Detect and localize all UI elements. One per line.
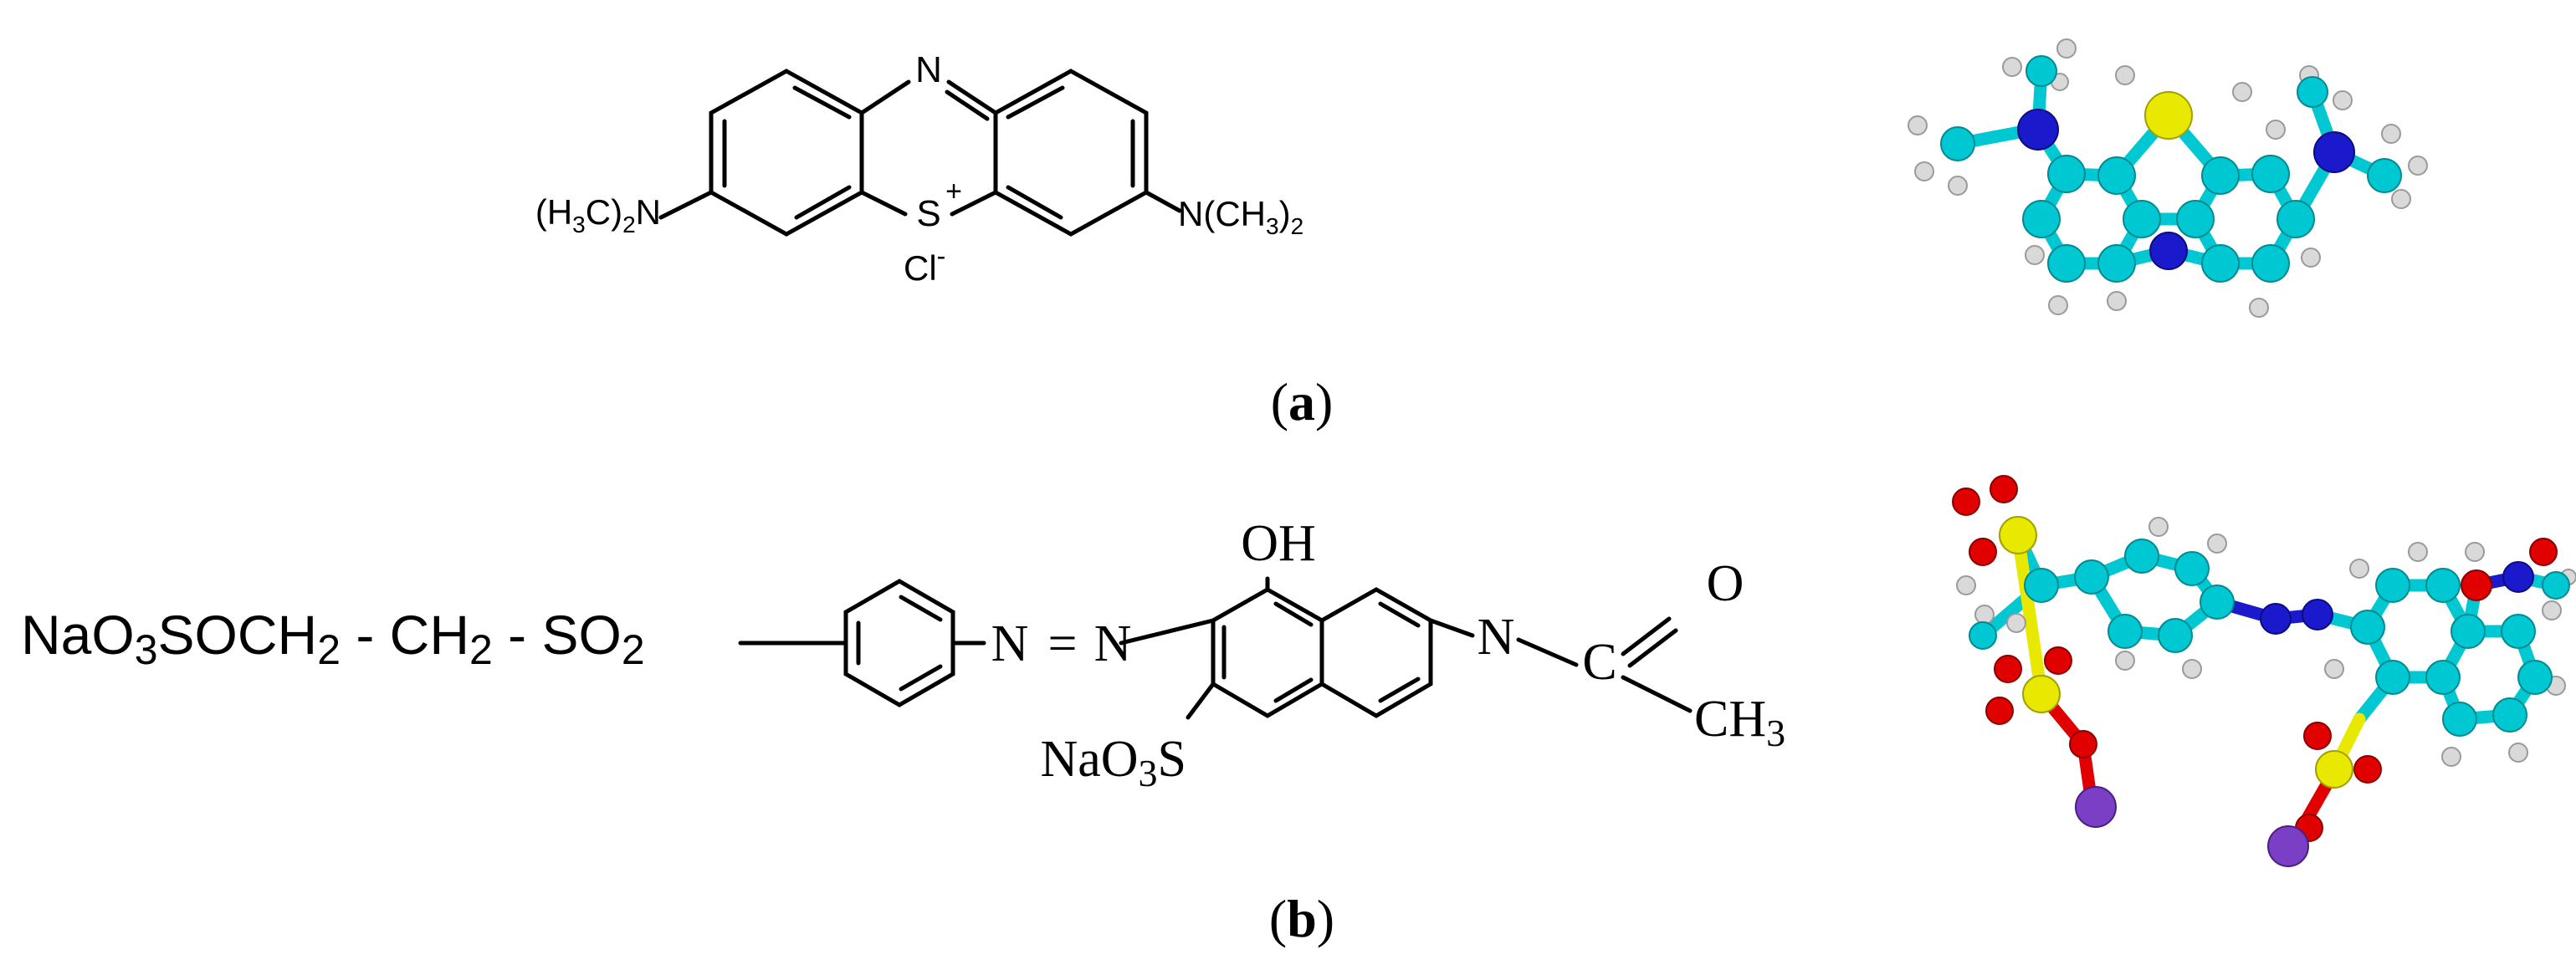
amide-carbon: C: [1582, 634, 1616, 691]
azo-nitrogen-left: N: [991, 615, 1029, 672]
ring-nitrogen: N: [915, 49, 942, 90]
hydroxyl-group: OH: [1241, 515, 1316, 572]
ring-sulfur: S: [916, 193, 940, 234]
methyl-group: CH3: [1694, 691, 1785, 754]
model-a: [1908, 38, 2428, 318]
ethylsulfonyl-chain: NaO3SOCH2 - CH2 - SO2: [21, 604, 645, 673]
model-b: [1952, 475, 2576, 867]
sulfonate-group: NaO3S: [1040, 731, 1186, 794]
left-dimethylamino: (H3C)2N: [535, 192, 661, 237]
amide-nitrogen: N: [1477, 609, 1515, 666]
panel-a-label: (a): [1271, 372, 1334, 431]
sulfur-charge: +: [945, 176, 962, 207]
azo-double-bond: =: [1048, 615, 1078, 672]
amide-oxygen: O: [1707, 555, 1744, 612]
structure-a: [658, 69, 1182, 237]
panel-b-label: (b): [1269, 889, 1334, 948]
azo-nitrogen-right: N: [1094, 615, 1132, 672]
right-dimethylamino: N(CH3)2: [1178, 194, 1303, 239]
structure-b: [738, 576, 1693, 720]
counter-ion: Cl-: [904, 241, 945, 288]
